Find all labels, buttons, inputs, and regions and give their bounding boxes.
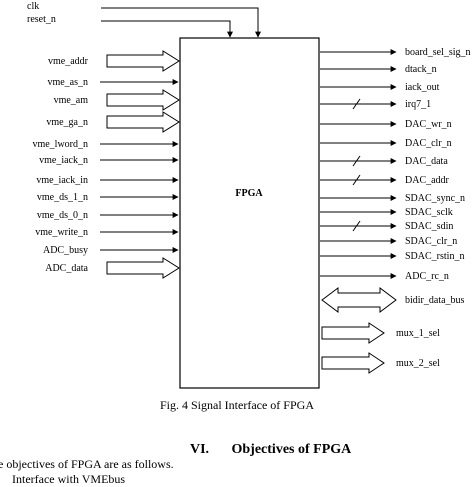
signal-label-adc-rc-n: ADC_rc_n	[405, 271, 449, 282]
signal-label-vme-ds-1-n: vme_ds_1_n	[37, 192, 88, 203]
signal-label-dac-addr: DAC_addr	[405, 175, 450, 186]
signal-label-sdac-clr-n: SDAC_clr_n	[405, 236, 457, 247]
signal-label-vme-lword-n: vme_lword_n	[32, 139, 88, 150]
right-signal-sdac-clr-n: SDAC_clr_n	[320, 236, 457, 247]
left-signal-vme-iack-n: vme_iack_n	[39, 155, 179, 166]
left-signal-vme-ds-0-n: vme_ds_0_n	[37, 210, 179, 221]
left-signal-adc-busy: ADC_busy	[43, 245, 179, 256]
signal-label-vme-addr: vme_addr	[48, 56, 89, 67]
bus-width-slash	[352, 220, 361, 232]
left-signals: vme_addr vme_as_n vme_am vme_ga_n vme_lword_…	[32, 50, 180, 279]
bus-arrow	[106, 111, 180, 133]
right-signal-board-sel-sig-n: board_sel_sig_n	[320, 47, 471, 58]
right-signal-dac-data: DAC_data	[320, 155, 448, 167]
right-signals: board_sel_sig_n dtack_n iack_out irq7_1DAC_…	[320, 47, 471, 374]
fpga-label: FPGA	[235, 188, 263, 199]
right-signal-dac-wr-n: DAC_wr_n	[320, 119, 452, 130]
section-title: Objectives of FPGA	[231, 442, 352, 457]
signal-label-mux-2-sel: mux_2_sel	[396, 358, 440, 369]
signal-label-irq7-1: irq7_1	[405, 99, 431, 110]
signal-label-vme-as-n: vme_as_n	[47, 77, 88, 88]
right-signal-dtack-n: dtack_n	[320, 64, 437, 75]
left-signal-vme-iack-in: vme_iack_in	[36, 175, 179, 186]
left-signal-vme-as-n: vme_as_n	[47, 77, 179, 88]
right-signal-dac-addr: DAC_addr	[320, 174, 450, 186]
top-signal-reset: reset_n	[27, 14, 233, 38]
right-signal-bidir-data-bus: bidir_data_bus	[321, 287, 465, 313]
signal-label-board-sel-sig-n: board_sel_sig_n	[405, 47, 471, 58]
right-signal-adc-rc-n: ADC_rc_n	[320, 271, 449, 282]
signal-label-bidir-data-bus: bidir_data_bus	[405, 295, 465, 306]
left-signal-vme-ds-1-n: vme_ds_1_n	[37, 192, 179, 203]
left-signal-adc-data: ADC_data	[45, 257, 180, 279]
signal-label-vme-iack-n: vme_iack_n	[39, 155, 88, 166]
right-signal-sdac-rstin-n: SDAC_rstin_n	[320, 251, 464, 262]
bus-width-slash	[352, 174, 361, 186]
fpga-block	[179, 37, 320, 389]
signal-label-vme-ds-0-n: vme_ds_0_n	[37, 210, 88, 221]
right-signal-sdac-sync-n: SDAC_sync_n	[320, 193, 465, 204]
bus-arrow	[106, 257, 180, 279]
signal-label-vme-am: vme_am	[54, 95, 89, 106]
signal-label-dac-data: DAC_data	[405, 156, 448, 167]
signal-label-dac-wr-n: DAC_wr_n	[405, 119, 452, 130]
section-number: VI.	[190, 442, 210, 457]
bus-arrow	[321, 352, 385, 374]
right-signal-sdac-sdin: SDAC_sdin	[320, 220, 453, 232]
bus-arrow	[321, 322, 385, 344]
left-signal-vme-am: vme_am	[54, 89, 180, 111]
top-signal-clk: clk	[27, 1, 261, 38]
signal-label-adc-data: ADC_data	[45, 263, 88, 274]
signal-label-clk: clk	[27, 1, 39, 12]
right-signal-iack-out: iack_out	[320, 82, 440, 93]
right-signal-sdac-sclk: SDAC_sclk	[320, 207, 453, 218]
bidir-bus-arrow	[321, 287, 397, 313]
fpga-signal-diagram: FPGA clk reset_n vme_addrvme_as_nvme_amv…	[27, 1, 471, 389]
bus-width-slash	[352, 155, 361, 167]
signal-label-dac-clr-n: DAC_clr_n	[405, 138, 452, 149]
right-signal-irq7-1: irq7_1	[320, 98, 431, 110]
bus-arrow	[106, 50, 180, 72]
left-signal-vme-write-n: vme_write_n	[35, 227, 179, 238]
left-signal-vme-ga-n: vme_ga_n	[46, 111, 180, 133]
section-heading: VI. Objectives of FPGA	[190, 442, 351, 458]
signal-label-sdac-rstin-n: SDAC_rstin_n	[405, 251, 464, 262]
right-signal-dac-clr-n: DAC_clr_n	[320, 138, 452, 149]
signal-label-vme-write-n: vme_write_n	[35, 227, 88, 238]
signal-label-mux-1-sel: mux_1_sel	[396, 328, 440, 339]
right-signal-mux-1-sel: mux_1_sel	[321, 322, 440, 344]
signal-label-dtack-n: dtack_n	[405, 64, 437, 75]
signal-label-iack-out: iack_out	[405, 82, 440, 93]
right-signal-mux-2-sel: mux_2_sel	[321, 352, 440, 374]
signal-label-reset-n: reset_n	[27, 14, 56, 25]
bus-arrow	[106, 89, 180, 111]
figure-caption: Fig. 4 Signal Interface of FPGA	[160, 398, 314, 412]
left-signal-vme-lword-n: vme_lword_n	[32, 139, 179, 150]
signal-label-vme-iack-in: vme_iack_in	[36, 175, 88, 186]
signal-label-adc-busy: ADC_busy	[43, 245, 88, 256]
body-text-line: he objectives of FPGA are as follows.	[0, 457, 174, 471]
signal-label-sdac-sync-n: SDAC_sync_n	[405, 193, 465, 204]
signal-label-vme-ga-n: vme_ga_n	[46, 117, 88, 128]
signal-label-sdac-sclk: SDAC_sclk	[405, 207, 453, 218]
body-text-line: Interface with VMEbus	[12, 472, 126, 486]
bus-width-slash	[352, 98, 361, 110]
left-signal-vme-addr: vme_addr	[48, 50, 180, 72]
signal-label-sdac-sdin: SDAC_sdin	[405, 221, 453, 232]
